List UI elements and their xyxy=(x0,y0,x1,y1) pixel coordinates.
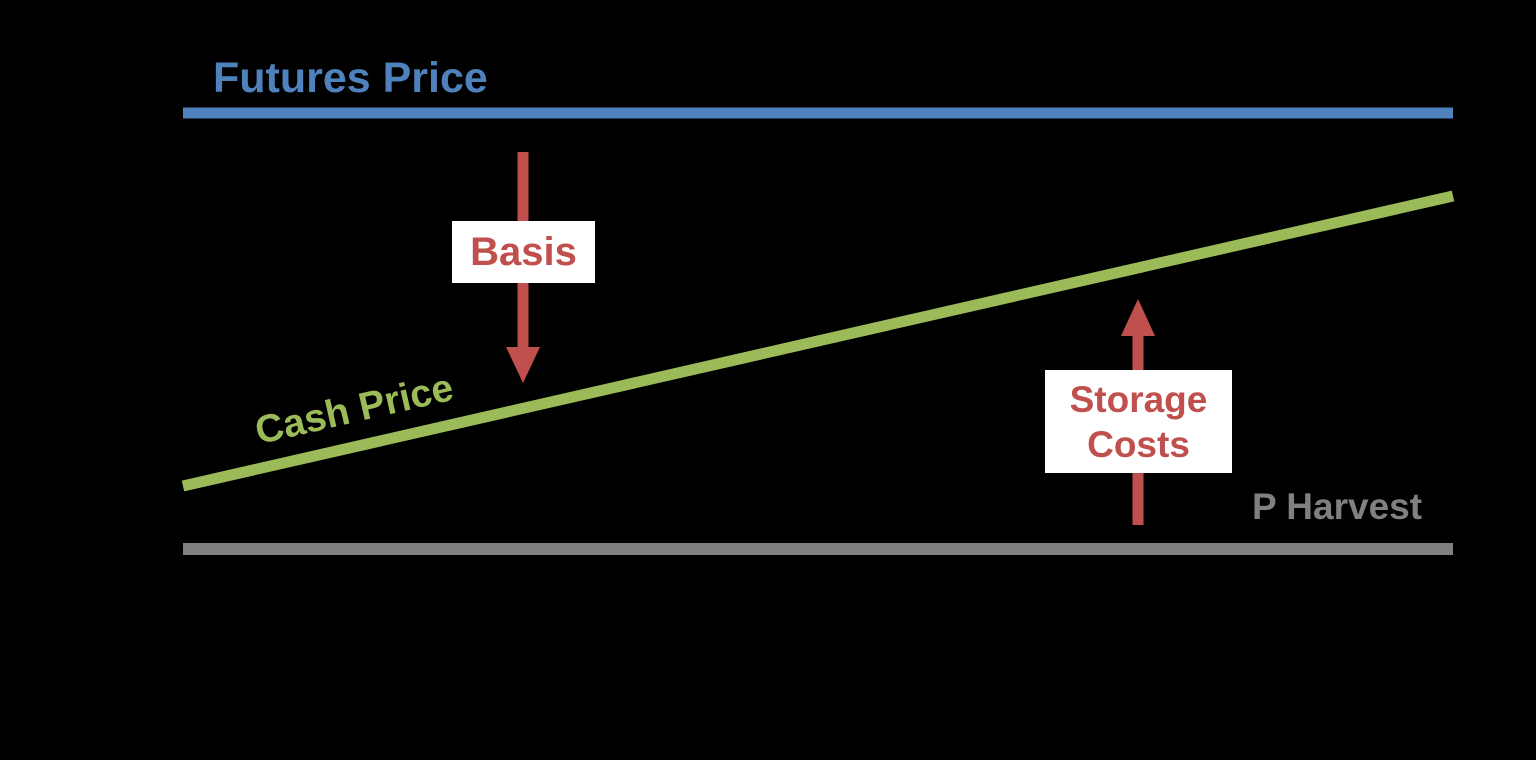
storage-costs-label-box: Storage Costs xyxy=(1045,370,1232,473)
storage-costs-label-line1: Storage xyxy=(1069,378,1208,420)
storage-costs-arrow-head xyxy=(1121,299,1155,336)
futures-price-label: Futures Price xyxy=(213,54,488,102)
basis-label: Basis xyxy=(470,230,577,274)
basis-label-box: Basis xyxy=(452,221,595,283)
p-harvest-label: P Harvest xyxy=(1252,486,1423,527)
cash-price-line xyxy=(181,190,1455,492)
storage-costs-label-line2: Costs xyxy=(1087,423,1190,465)
basis-arrow-head xyxy=(506,347,540,383)
